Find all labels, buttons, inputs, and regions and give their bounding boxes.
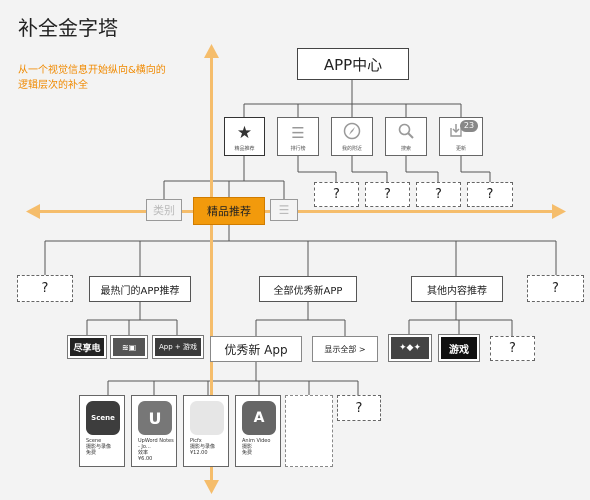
tile-nearby[interactable]: 我的附近	[331, 117, 373, 156]
app-1-name: Scene	[86, 438, 102, 444]
banner-hot-1[interactable]: 尽享电	[67, 335, 107, 359]
placeholder-ranking: ?	[314, 182, 359, 207]
banner-other-1[interactable]: ✦◆✦	[388, 334, 432, 362]
tile-ranking-label: 排行榜	[290, 146, 306, 152]
banner-hot-1-label: 尽享电	[70, 338, 104, 356]
tile-update-label: 更新	[455, 146, 466, 152]
list-icon: ☰	[291, 124, 305, 142]
banner-hot-2-art: ≋▣	[113, 338, 145, 356]
tile-search-label: 搜索	[400, 146, 411, 152]
update-count-badge: 23	[460, 120, 478, 132]
compass-icon	[332, 122, 372, 146]
app-1-icon: Scene	[86, 401, 120, 435]
category-tab[interactable]: 类别	[146, 199, 182, 221]
app-2-info: UpWord Notes - Jo… 效率 ¥6.00	[138, 438, 176, 462]
app-4-info: Anim Video 摄影 免费	[242, 438, 280, 456]
download-icon	[440, 122, 482, 144]
tile-ranking[interactable]: ☰ 排行榜	[277, 117, 319, 156]
new-app-title: 优秀新 App	[210, 336, 302, 362]
placeholder-apps: ?	[337, 395, 381, 421]
app-card-2[interactable]: U UpWord Notes - Jo… 效率 ¥6.00	[131, 395, 177, 467]
app-1-price: 免费	[86, 450, 97, 456]
root-node: APP中心	[297, 48, 409, 80]
app-card-placeholder	[285, 395, 333, 467]
app-1-category: 摄影与录像	[86, 444, 112, 450]
section-hot-apps[interactable]: 最热门的APP推荐	[89, 276, 191, 302]
app-3-category: 摄影与录像	[190, 444, 216, 450]
banner-hot-2[interactable]: ≋▣	[110, 335, 148, 359]
app-3-name: Picfx	[190, 438, 202, 444]
banner-other-2[interactable]: 游戏	[438, 334, 480, 362]
list-icon: ☰	[278, 203, 290, 217]
section-other[interactable]: 其他内容推荐	[411, 276, 503, 302]
search-icon	[386, 122, 426, 146]
app-2-icon: U	[138, 401, 172, 435]
subtitle-line-1: 从一个视觉信息开始纵向&横向的	[18, 65, 166, 76]
tile-featured-label: 精品推荐	[234, 146, 255, 152]
app-3-icon	[190, 401, 224, 435]
placeholder-other: ?	[490, 336, 535, 361]
placeholder-right: ?	[527, 275, 584, 302]
app-1-info: Scene 摄影与录像 免费	[86, 438, 124, 456]
app-card-4[interactable]: A Anim Video 摄影 免费	[235, 395, 281, 467]
tile-search[interactable]: 搜索	[385, 117, 427, 156]
banner-other-1-art: ✦◆✦	[391, 337, 429, 359]
tile-featured[interactable]: ★ 精品推荐	[224, 117, 265, 156]
page-title: 补全金字塔	[18, 16, 118, 40]
app-card-1[interactable]: Scene Scene 摄影与录像 免费	[79, 395, 125, 467]
app-3-info: Picfx 摄影与录像 ¥12.00	[190, 438, 228, 456]
placeholder-nearby: ?	[365, 182, 410, 207]
app-4-price: 免费	[242, 450, 253, 456]
star-icon: ★	[236, 123, 253, 143]
app-2-category: 效率	[138, 450, 149, 456]
tile-nearby-label: 我的附近	[341, 146, 362, 152]
app-2-price: ¥6.00	[138, 456, 153, 462]
list-view-tab[interactable]: ☰	[270, 199, 298, 221]
subtitle-line-2: 逻辑层次的补全	[18, 80, 88, 91]
section-new-apps[interactable]: 全部优秀新APP	[259, 276, 357, 302]
banner-other-2-label: 游戏	[441, 337, 477, 359]
app-3-price: ¥12.00	[190, 450, 208, 456]
placeholder-search: ?	[416, 182, 461, 207]
banner-hot-3[interactable]: App + 游戏	[152, 335, 204, 359]
placeholder-update: ?	[467, 182, 513, 207]
tile-update[interactable]: 23 更新	[439, 117, 483, 156]
show-all-link[interactable]: 显示全部 >	[312, 336, 378, 362]
app-card-3[interactable]: Picfx 摄影与录像 ¥12.00	[183, 395, 229, 467]
featured-tab[interactable]: 精品推荐	[193, 197, 265, 225]
app-4-category: 摄影	[242, 444, 253, 450]
placeholder-left: ?	[17, 275, 73, 302]
app-4-name: Anim Video	[242, 438, 271, 444]
app-2-name: UpWord Notes - Jo…	[138, 438, 174, 450]
banner-hot-3-label: App + 游戏	[155, 338, 201, 356]
app-4-icon: A	[242, 401, 276, 435]
